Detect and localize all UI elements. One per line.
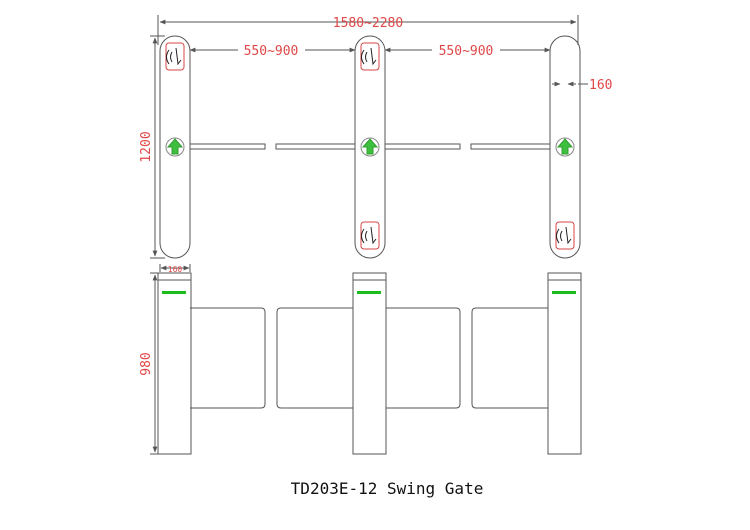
post-middle-side: [352, 272, 387, 455]
swing-arm-top-3: [384, 143, 461, 150]
lane-width-label-1: 550~900: [244, 44, 299, 59]
post-height-label-top: 1200: [139, 131, 154, 162]
swing-panel-2: [276, 307, 353, 409]
green-led-strip: [552, 291, 576, 294]
post-height-label-side: 980: [139, 352, 154, 375]
side-view: 160 980: [139, 264, 582, 455]
top-view: 1580~2280 550~900 550~900 160 1200: [139, 15, 612, 259]
swing-panel-1: [190, 307, 266, 409]
swing-arm-top-2: [275, 143, 356, 150]
post-right-side: [547, 272, 582, 455]
nfc-reader-icon: [360, 42, 380, 71]
nfc-reader-icon: [360, 221, 380, 250]
post-left-side: [157, 272, 192, 455]
swing-arm-top-4: [470, 143, 551, 150]
post-width-dimension-side: [159, 264, 191, 272]
swing-panel-4: [471, 307, 548, 409]
nfc-reader-icon: [165, 42, 185, 71]
swing-arm-top-1: [189, 143, 266, 150]
lane-width-label-2: 550~900: [439, 44, 494, 59]
post-width-label-side: 160: [168, 265, 183, 274]
green-up-arrow-icon: [165, 137, 185, 157]
nfc-reader-icon: [555, 221, 575, 250]
drawing-caption: TD203E-12 Swing Gate: [291, 479, 484, 498]
post-height-dimension-top: [150, 35, 165, 259]
swing-panel-3: [386, 307, 461, 409]
green-up-arrow-icon: [555, 137, 575, 157]
post-width-label-top: 160: [589, 78, 612, 93]
green-led-strip: [162, 291, 186, 294]
overall-width-label: 1580~2280: [333, 16, 403, 31]
green-led-strip: [357, 291, 381, 294]
overall-width-dimension: [157, 15, 579, 45]
green-up-arrow-icon: [360, 137, 380, 157]
